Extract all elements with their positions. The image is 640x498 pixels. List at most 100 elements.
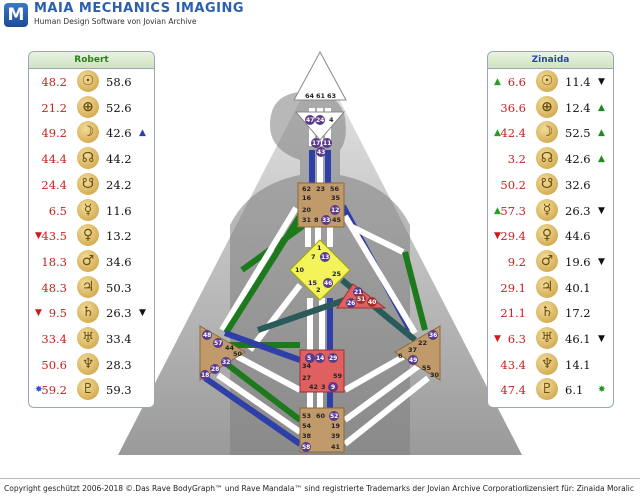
- right-planet-row[interactable]: ▼29.4♀44.6: [488, 223, 613, 249]
- svg-text:23: 23: [316, 185, 325, 193]
- left-personality-value: 28.3: [106, 357, 132, 372]
- right-personality-value: 46.1: [565, 332, 591, 346]
- left-planet-row[interactable]: 44.4☊44.2: [29, 146, 154, 172]
- svg-text:56: 56: [330, 185, 340, 193]
- svg-text:1: 1: [317, 244, 322, 252]
- left-personality-value: 58.6: [106, 75, 132, 89]
- solar-plexus-center[interactable]: [394, 325, 441, 381]
- left-design-value: 9.5: [48, 306, 67, 321]
- left-planet-row[interactable]: 48.3♃50.3: [29, 275, 154, 301]
- gate-labels: 64 61 63 47 24 4 17 11 43 62 23 56 16 35…: [200, 92, 440, 452]
- right-personality-value: 52.5: [565, 126, 591, 141]
- left-planet-row[interactable]: 24.4☋24.2: [29, 172, 154, 198]
- saturn-icon: ♄: [536, 301, 558, 324]
- copyright-text: Copyright geschützt 2006-2018 ©.Das Rave…: [4, 484, 530, 493]
- left-planet-row[interactable]: 6.5☿11.6: [29, 198, 154, 224]
- right-planet-row[interactable]: ▲57.3☿26.3▼: [488, 198, 613, 224]
- sun-icon: ☉: [77, 70, 99, 92]
- svg-text:4: 4: [329, 116, 334, 124]
- left-personality-value: 42.6: [106, 126, 132, 141]
- right-personality-value: 40.1: [565, 280, 591, 295]
- mars-icon: ♂: [77, 249, 99, 272]
- right-personality-value: 32.6: [565, 177, 591, 192]
- pluto-icon: ♇: [77, 378, 99, 401]
- left-planet-row[interactable]: 33.4 ♅ 33.4: [29, 326, 154, 352]
- svg-text:44: 44: [225, 344, 235, 352]
- svg-text:14: 14: [316, 355, 324, 362]
- svg-text:48: 48: [203, 332, 211, 339]
- svg-text:17: 17: [312, 140, 320, 147]
- left-personality-value: 11.6: [106, 203, 132, 218]
- svg-text:29: 29: [329, 355, 337, 362]
- app-header: M MAIA MECHANICS IMAGING Human Design So…: [0, 0, 640, 30]
- svg-text:30: 30: [430, 371, 440, 379]
- svg-text:12: 12: [331, 207, 339, 214]
- svg-text:47: 47: [306, 117, 314, 124]
- uranus-icon: ♅: [77, 327, 99, 349]
- left-design-value: 59.2: [41, 383, 67, 398]
- neptune-icon: ♆: [77, 352, 99, 375]
- right-planet-row[interactable]: 3.2☊42.6▲: [488, 146, 613, 172]
- right-personality-value: 42.6: [565, 152, 591, 167]
- left-planet-row[interactable]: 50.6♆28.3: [29, 352, 154, 378]
- right-design-marker: ▲: [494, 128, 501, 139]
- right-planet-row[interactable]: 9.2♂19.6▼: [488, 249, 613, 275]
- right-personality-value: 11.4: [565, 75, 591, 89]
- right-planet-row[interactable]: 21.1♄17.2: [488, 300, 613, 326]
- svg-text:51: 51: [357, 296, 365, 303]
- left-person-name: Robert: [29, 52, 154, 69]
- right-personality-value: 44.6: [565, 229, 591, 244]
- sun-icon: ☉: [536, 70, 558, 92]
- left-planet-row[interactable]: ▼43.5♀13.2: [29, 223, 154, 249]
- svg-text:49: 49: [409, 357, 417, 364]
- svg-text:5: 5: [307, 355, 311, 362]
- svg-text:35: 35: [331, 194, 341, 202]
- right-personality-marker: ▲: [598, 102, 605, 113]
- svg-text:9: 9: [331, 384, 335, 391]
- right-planet-row[interactable]: 50.2 ☋ 32.6: [488, 172, 613, 198]
- right-personality-marker: ▲: [598, 128, 605, 139]
- right-planet-row[interactable]: 43.4♆14.1: [488, 352, 613, 378]
- head-center[interactable]: [293, 50, 347, 101]
- left-design-value: 21.2: [41, 100, 67, 115]
- left-planet-row[interactable]: 49.2☽42.6▲: [29, 120, 154, 146]
- right-planet-row[interactable]: ▲42.4☽52.5▲: [488, 120, 613, 146]
- svg-text:20: 20: [302, 206, 312, 214]
- left-design-value: 48.3: [41, 280, 67, 295]
- right-personality-marker: ▼: [598, 77, 605, 87]
- right-planet-row[interactable]: 47.4♇6.1✸: [488, 377, 613, 403]
- south-node-icon: ☋: [536, 172, 558, 195]
- left-personality-value: 50.3: [106, 280, 132, 295]
- left-personality-marker: ▲: [139, 128, 146, 139]
- left-planet-row[interactable]: ✸59.2♇59.3: [29, 377, 154, 403]
- svg-text:7: 7: [311, 253, 316, 261]
- bodygraph-chart[interactable]: 64 61 63 47 24 4 17 11 43 62 23 56 16 35…: [0, 0, 640, 478]
- svg-text:38: 38: [302, 432, 312, 440]
- svg-text:64: 64: [305, 92, 315, 100]
- left-design-value: 44.4: [41, 152, 67, 167]
- svg-text:46: 46: [324, 280, 332, 287]
- svg-text:40: 40: [368, 299, 376, 306]
- throat-center[interactable]: [297, 182, 345, 228]
- right-design-value: 42.4: [500, 126, 526, 141]
- left-planet-row[interactable]: 18.3♂34.6: [29, 249, 154, 275]
- left-design-value: 6.5: [48, 203, 67, 218]
- svg-text:3: 3: [321, 383, 326, 391]
- right-personality-marker: ▲: [598, 154, 605, 165]
- venus-icon: ♀: [77, 224, 99, 247]
- right-planet-row[interactable]: 29.1♃40.1: [488, 275, 613, 301]
- right-design-value: 50.2: [500, 177, 526, 192]
- svg-text:32: 32: [222, 359, 230, 366]
- left-planet-row[interactable]: 48.2☉58.6: [29, 69, 154, 95]
- left-personality-value: 59.3: [106, 383, 132, 398]
- g-center[interactable]: [289, 239, 351, 301]
- right-planet-row[interactable]: ▲6.6☉11.4▼: [488, 69, 613, 95]
- left-planet-row[interactable]: ▼9.5♄26.3▼: [29, 300, 154, 326]
- left-planet-row[interactable]: 21.2⊕52.6: [29, 95, 154, 121]
- right-planet-row[interactable]: 36.6⊕12.4▲: [488, 95, 613, 121]
- app-subtitle: Human Design Software von Jovian Archive: [34, 17, 197, 26]
- left-personality-value: 33.4: [106, 332, 132, 346]
- svg-text:2: 2: [316, 286, 321, 294]
- left-design-value: 33.4: [41, 332, 67, 346]
- right-planet-row[interactable]: ▼6.3♅46.1▼: [488, 326, 613, 352]
